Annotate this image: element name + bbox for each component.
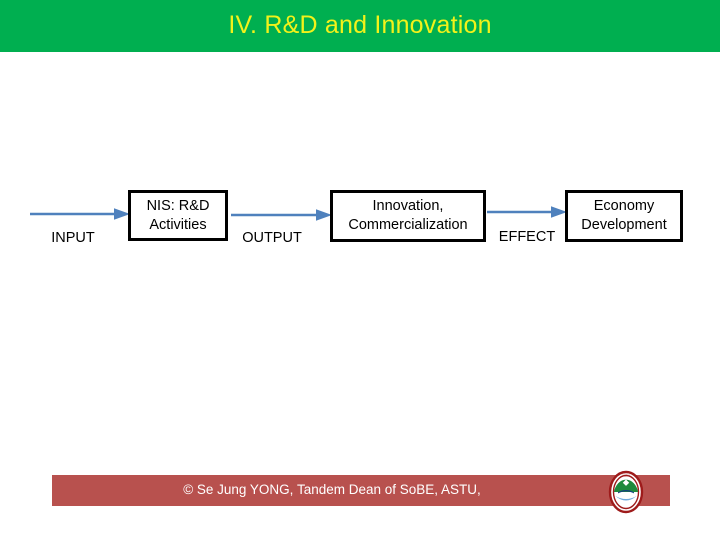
svg-text:ASTU: ASTU (622, 474, 630, 478)
title-banner (0, 0, 720, 52)
process-box-nis: NIS: R&D Activities (128, 190, 228, 241)
footer-copyright-text: © Se Jung YONG, Tandem Dean of SoBE, AST… (183, 482, 481, 497)
process-box-innovation-line-2: Commercialization (348, 217, 468, 233)
process-box-innovation: Innovation, Commercialization (330, 190, 486, 242)
flow-label-input: INPUT (51, 230, 95, 246)
process-box-economy-line-2: Development (581, 217, 667, 233)
process-box-nis-line-1: NIS: R&D (146, 197, 210, 214)
process-box-economy: Economy Development (565, 190, 683, 242)
flow-label-output: OUTPUT (242, 230, 302, 246)
process-box-innovation-line-1: Innovation, (372, 198, 444, 214)
footer-bar (52, 475, 670, 506)
page-title: IV. R&D and Innovation (228, 11, 492, 39)
input-arrow-icon (30, 207, 130, 221)
process-box-nis-line-2: Activities (149, 216, 207, 233)
output-arrow-icon (231, 208, 332, 222)
flow-label-effect: EFFECT (498, 229, 556, 245)
astu-university-emblem-icon: ASTU (607, 470, 645, 514)
process-box-economy-line-1: Economy (593, 198, 655, 214)
effect-arrow-icon (487, 205, 567, 219)
